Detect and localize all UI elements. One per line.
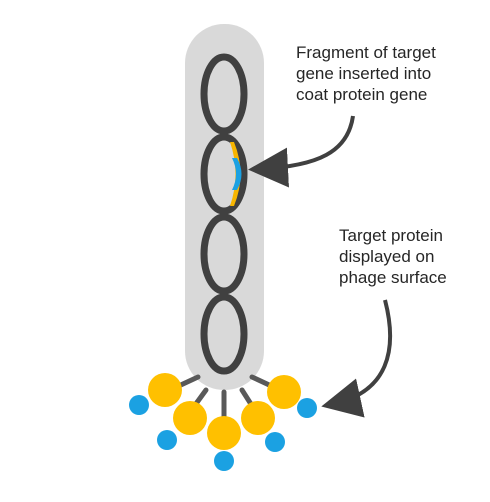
gene-insert (230, 142, 242, 206)
gene-insert-label-line-3: coat protein gene (296, 85, 428, 104)
coat-protein-1 (148, 373, 182, 407)
dna-link-1 (200, 53, 248, 135)
gene-insert-label: Fragment of target gene inserted into co… (296, 42, 436, 105)
arrow-to-gene-insert (248, 115, 355, 188)
target-protein-3 (214, 451, 234, 471)
gene-insert-blue (232, 158, 242, 190)
coat-protein-5 (267, 375, 301, 409)
target-protein-4 (265, 432, 285, 452)
gene-insert-label-line-2: gene inserted into (296, 64, 432, 83)
arrow-to-target-protein (321, 299, 393, 418)
dna-chain (200, 53, 248, 375)
dna-link-2 (200, 133, 248, 215)
displayed-protein-label: Target protein displayed on phage surfac… (339, 225, 447, 288)
coat-proteins (148, 373, 301, 450)
phage-capsid (185, 24, 264, 390)
coat-protein-3 (207, 416, 241, 450)
displayed-protein-label-line-3: phage surface (339, 268, 447, 287)
target-proteins (129, 395, 317, 471)
displayed-protein-label-line-1: Target protein (339, 226, 443, 245)
dna-link-3 (200, 213, 248, 295)
displayed-protein-label-line-2: displayed on (339, 247, 435, 266)
dna-link-4 (200, 293, 248, 375)
target-protein-2 (157, 430, 177, 450)
target-protein-5 (297, 398, 317, 418)
gene-insert-label-line-1: Fragment of target (296, 43, 436, 62)
gene-insert-yellow (230, 142, 241, 206)
coat-protein-2 (173, 401, 207, 435)
target-protein-1 (129, 395, 149, 415)
coat-protein-4 (241, 401, 275, 435)
